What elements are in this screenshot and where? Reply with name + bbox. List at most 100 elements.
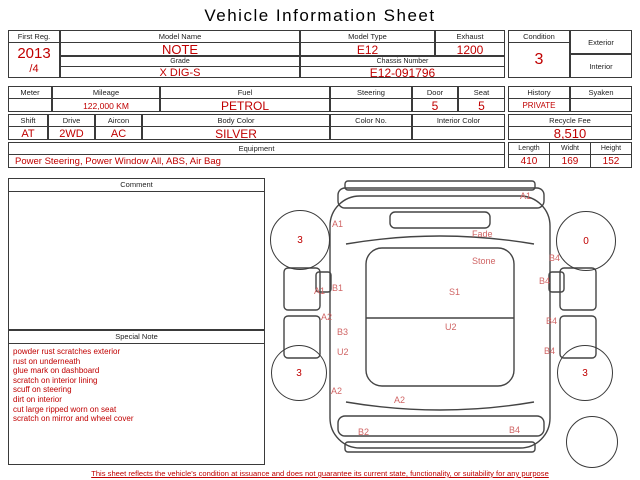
steering-label: Steering bbox=[331, 87, 411, 99]
exterior-label: Exterior bbox=[588, 37, 614, 47]
wheel-rear-left-mark: 3 bbox=[296, 367, 302, 379]
body-color-cell: Body Color SILVER bbox=[142, 114, 330, 141]
damage-annotation: A1 bbox=[314, 286, 326, 296]
mileage-label: Mileage bbox=[53, 87, 159, 99]
damage-annotation: A1 bbox=[332, 219, 344, 229]
first-reg-cell: First Reg. 2013 /4 bbox=[8, 30, 60, 78]
grade-value: X DIG-S bbox=[159, 67, 201, 79]
damage-annotation: Stone bbox=[472, 256, 496, 266]
damage-annotation: U2 bbox=[337, 347, 349, 357]
special-note-line: dirt on interior bbox=[13, 394, 62, 404]
condition-label: Condition bbox=[509, 31, 569, 43]
recycle-fee-cell: Recycle Fee 8,510 bbox=[508, 114, 632, 141]
special-note-list: powder rust scratches exterior rust on u… bbox=[9, 344, 264, 424]
shift-value: AT bbox=[21, 128, 35, 140]
first-reg-month: /4 bbox=[29, 63, 39, 75]
wheel-front-left-mark: 3 bbox=[297, 234, 303, 246]
width-cell: Widht 169 bbox=[549, 142, 591, 168]
special-note-line: glue mark on dashboard bbox=[13, 366, 100, 376]
special-note-label: Special Note bbox=[9, 331, 264, 344]
door-label: Door bbox=[413, 87, 457, 99]
special-note-line: scuff on steering bbox=[13, 385, 72, 395]
height-label: Height bbox=[591, 143, 631, 155]
damage-annotation: B1 bbox=[332, 283, 344, 293]
equipment-value: Power Steering, Power Window All, ABS, A… bbox=[15, 156, 221, 167]
wheel-rear-right: 3 bbox=[557, 345, 613, 401]
shift-cell: Shift AT bbox=[8, 114, 48, 140]
model-name-cell: Model Name NOTE bbox=[60, 30, 300, 57]
model-type-label: Model Type bbox=[301, 31, 434, 43]
model-name-label: Model Name bbox=[61, 31, 299, 43]
comment-box: Comment bbox=[8, 178, 265, 330]
exhaust-cell: Exhaust 1200 bbox=[435, 30, 505, 57]
width-label: Widht bbox=[550, 143, 590, 155]
damage-annotation: U2 bbox=[445, 322, 457, 332]
height-value: 152 bbox=[602, 156, 620, 167]
chassis-number-value: E12-091796 bbox=[369, 67, 436, 79]
condition-value: 3 bbox=[534, 51, 544, 68]
recycle-fee-label: Recycle Fee bbox=[509, 115, 631, 127]
steering-cell: Steering bbox=[330, 86, 412, 112]
damage-annotation: B4 bbox=[544, 346, 556, 356]
seat-cell: Seat 5 bbox=[458, 86, 505, 113]
shift-label: Shift bbox=[9, 115, 47, 127]
drive-cell: Drive 2WD bbox=[48, 114, 95, 140]
mileage-value: 122,000 KM bbox=[83, 101, 129, 111]
history-value: PRIVATE bbox=[522, 101, 556, 110]
damage-annotation: B4 bbox=[549, 253, 561, 263]
wheel-rear-right-mark: 3 bbox=[582, 367, 588, 379]
fuel-label: Fuel bbox=[161, 87, 329, 99]
damage-annotation: B4 bbox=[539, 276, 551, 286]
chassis-number-cell: Chassis Number E12-091796 bbox=[300, 56, 505, 79]
wheel-rear-left: 3 bbox=[271, 345, 327, 401]
damage-annotation: B3 bbox=[337, 327, 349, 337]
comment-label: Comment bbox=[9, 179, 264, 192]
damage-annotation: B2 bbox=[358, 427, 370, 437]
interior-cell: Interior bbox=[570, 54, 632, 78]
body-color-value: SILVER bbox=[215, 127, 257, 141]
damage-annotation: A2 bbox=[331, 386, 343, 396]
wheel-spare bbox=[566, 416, 618, 468]
recycle-fee-value: 8,510 bbox=[553, 127, 587, 141]
damage-annotation: Fade bbox=[472, 229, 493, 239]
wheel-front-right-mark: 0 bbox=[583, 235, 589, 247]
length-value: 410 bbox=[520, 156, 538, 167]
fuel-value: PETROL bbox=[220, 99, 269, 113]
chassis-number-label: Chassis Number bbox=[301, 57, 504, 67]
special-note-box: Special Note powder rust scratches exter… bbox=[8, 330, 265, 465]
fuel-cell: Fuel PETROL bbox=[160, 86, 330, 113]
drive-label: Drive bbox=[49, 115, 94, 127]
exhaust-value: 1200 bbox=[456, 43, 484, 57]
door-cell: Door 5 bbox=[412, 86, 458, 113]
disclaimer-text: This sheet reflects the vehicle's condit… bbox=[91, 469, 549, 478]
model-type-cell: Model Type E12 bbox=[300, 30, 435, 57]
mileage-cell: Mileage 122,000 KM bbox=[52, 86, 160, 112]
model-name-value: NOTE bbox=[161, 43, 199, 57]
first-reg-label: First Reg. bbox=[9, 31, 59, 43]
special-note-line: rust on underneath bbox=[13, 356, 81, 366]
history-label: History bbox=[509, 87, 569, 99]
seat-label: Seat bbox=[459, 87, 504, 99]
interior-color-cell: Interior Color bbox=[412, 114, 505, 140]
wheel-front-right: 0 bbox=[556, 211, 616, 271]
equipment-cell: Equipment Power Steering, Power Window A… bbox=[8, 142, 505, 168]
drive-value: 2WD bbox=[59, 128, 84, 140]
model-type-value: E12 bbox=[356, 43, 379, 57]
first-reg-year: 2013 bbox=[17, 45, 51, 62]
damage-annotation: B4 bbox=[546, 316, 558, 326]
door-value: 5 bbox=[431, 99, 439, 113]
wheel-front-left: 3 bbox=[270, 210, 330, 270]
history-cell: History PRIVATE bbox=[508, 86, 570, 112]
color-no-label: Color No. bbox=[331, 115, 411, 127]
special-note-line: cut large ripped worn on seat bbox=[13, 404, 117, 414]
damage-annotation: A2 bbox=[394, 395, 406, 405]
grade-cell: Grade X DIG-S bbox=[60, 56, 300, 79]
damage-annotation: A2 bbox=[321, 312, 333, 322]
special-note-line: scratch on interior lining bbox=[13, 375, 98, 385]
height-cell: Height 152 bbox=[590, 142, 632, 168]
color-no-cell: Color No. bbox=[330, 114, 412, 140]
width-value: 169 bbox=[561, 156, 579, 167]
special-note-line: powder rust scratches exterior bbox=[13, 347, 121, 356]
damage-annotation: B4 bbox=[509, 425, 521, 435]
